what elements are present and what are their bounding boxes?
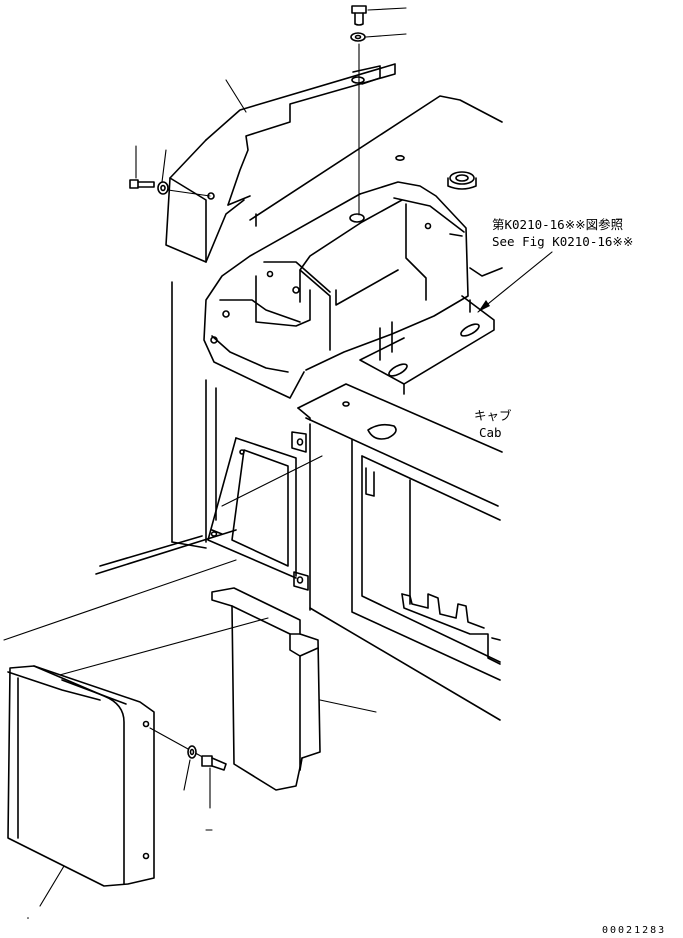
floor-line-right: [309, 607, 501, 721]
top-washer: [350, 32, 366, 42]
dot-mark: [27, 917, 29, 919]
top-bolt: [351, 5, 367, 26]
leader-left-cover: [39, 865, 65, 907]
leader-side-washer: [161, 149, 167, 183]
leader-center-cover: [319, 699, 377, 713]
reference-label-japanese: 第K0210-16※※図参照: [492, 217, 623, 232]
leader-top-washer: [365, 33, 407, 38]
leader-lower-washer: [183, 759, 191, 791]
side-washer: [157, 181, 169, 195]
center-side-cover: [211, 587, 321, 791]
reference-label-english: See Fig K0210-16※※: [492, 234, 633, 249]
lower-bolt-axis: [149, 727, 209, 761]
cab-label-english: Cab: [479, 425, 502, 440]
cab-left-pillar: [171, 281, 217, 549]
right-wall: [469, 267, 503, 277]
leader-top-plate: [225, 79, 247, 113]
air-duct-box: [203, 181, 469, 399]
floor-line-left: [95, 529, 237, 575]
top-cover-plate: [165, 63, 396, 263]
floor-line-left-2: [99, 535, 203, 567]
side-bolt-hole: [207, 192, 215, 200]
lower-bolt: [201, 755, 227, 771]
side-bolt-axis: [167, 189, 211, 197]
leader-top-bolt: [367, 7, 407, 11]
cab-door-frame: [207, 431, 309, 591]
cab-label-japanese: キャブ: [474, 408, 512, 423]
left-side-cover: [3, 559, 269, 887]
leader-door-panel: [221, 455, 323, 507]
ref-arrow-line: [477, 251, 553, 313]
cab-frame: [297, 383, 503, 681]
lower-washer: [187, 745, 197, 759]
mounting-bracket: [359, 295, 495, 395]
side-bolt: [129, 179, 155, 189]
drawing-number: 00021283: [602, 925, 666, 936]
ref-arrow-head: [478, 300, 490, 312]
rear-wall-panel: [249, 95, 503, 227]
